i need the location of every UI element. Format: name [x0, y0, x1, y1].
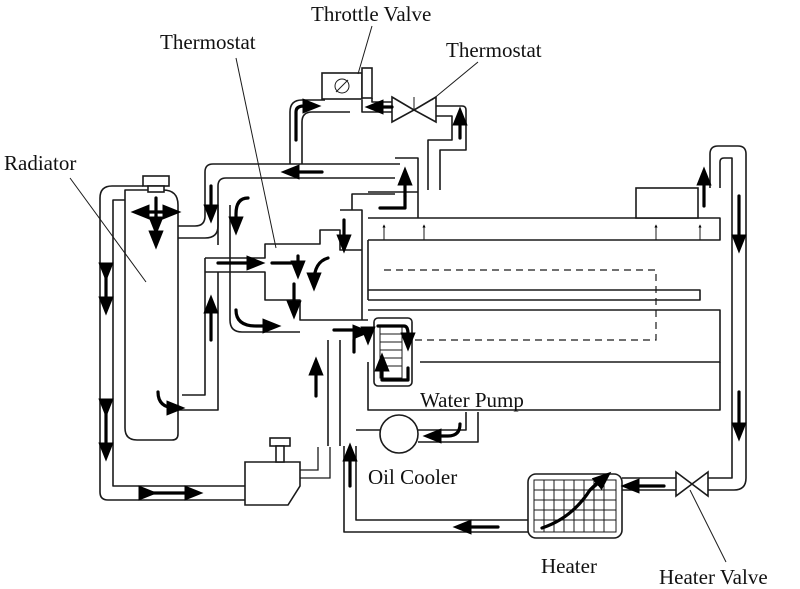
flow-arrow — [588, 471, 612, 492]
flow-arrow — [306, 256, 330, 292]
heater-core — [343, 446, 640, 539]
throttle-valve-icon — [334, 78, 350, 94]
flow-arrow — [376, 324, 416, 352]
flow-arrow — [228, 196, 250, 236]
flow-arrow — [378, 194, 407, 210]
flow-arrows — [98, 98, 747, 535]
heater-pipes — [640, 145, 747, 491]
flow-arrow — [352, 324, 372, 354]
thermostat-top-label: Thermostat — [160, 30, 256, 54]
water-pump-label: Water Pump — [420, 388, 524, 412]
oil-cooler — [356, 412, 479, 454]
flow-arrow — [294, 98, 322, 142]
thermostat-housing — [178, 193, 395, 411]
throttle-valve-label: Throttle Valve — [311, 2, 431, 26]
heater-valve — [675, 470, 709, 498]
heater-valve-label: Heater Valve — [659, 565, 768, 589]
radiator-label: Radiator — [4, 151, 76, 175]
radiator-cap — [142, 175, 170, 187]
leader-lines — [69, 25, 727, 563]
flow-arrow — [156, 390, 186, 416]
engine-block — [367, 187, 721, 411]
upper-pipes — [178, 67, 467, 239]
oil-cooler-label: Oil Cooler — [368, 465, 457, 489]
radiator — [124, 175, 179, 441]
flow-arrow — [234, 308, 282, 334]
block-thin-arrows — [382, 224, 702, 240]
coolant-reservoir — [244, 437, 331, 506]
flow-arrow — [374, 352, 410, 382]
heater-label: Heater — [541, 554, 597, 578]
flow-arrow — [422, 422, 462, 444]
thermostat-right-label: Thermostat — [446, 38, 542, 62]
flow-arrow — [270, 254, 298, 270]
